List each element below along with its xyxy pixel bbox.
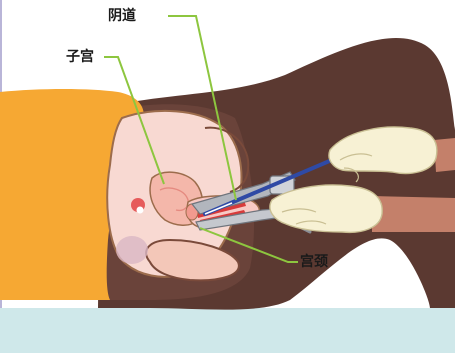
label-cervix: 宫颈 <box>300 255 328 269</box>
exam-table <box>0 308 455 353</box>
bladder <box>116 236 148 264</box>
label-uterus: 子宫 <box>66 50 94 64</box>
label-vagina: 阴道 <box>108 9 136 23</box>
